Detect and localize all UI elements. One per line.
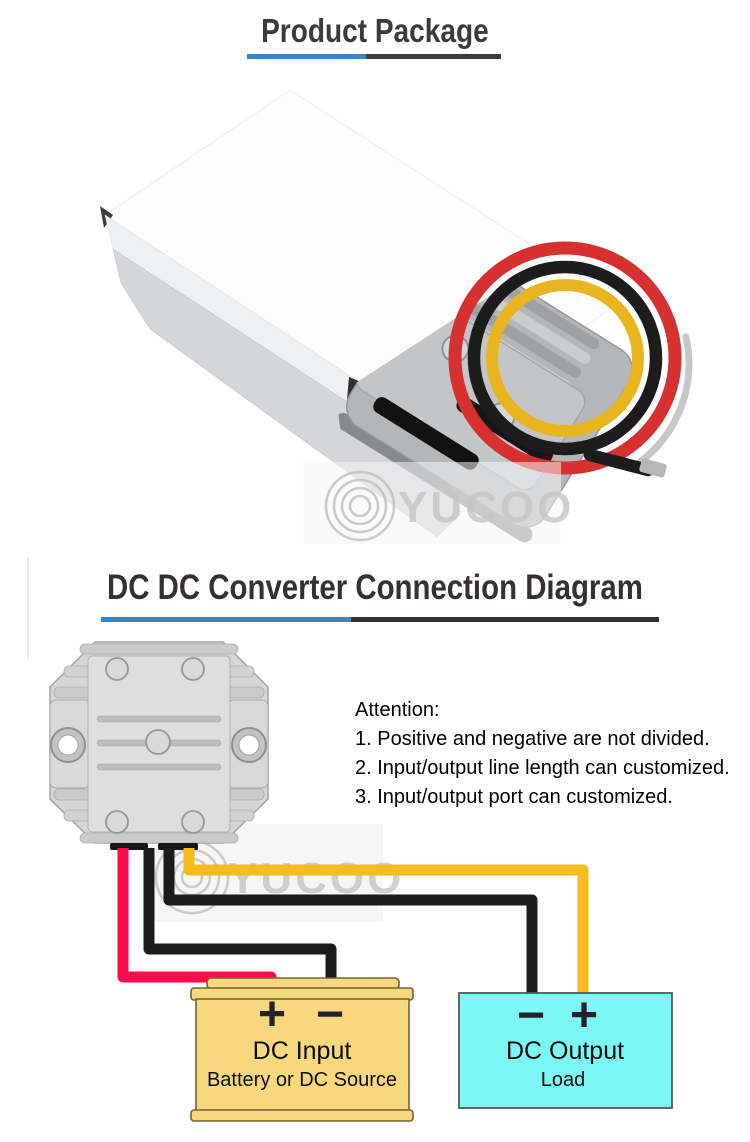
attention-item-3: 3. Input/output port can customized. (355, 786, 673, 808)
photo-wires (448, 241, 693, 478)
output-plus-sign: + (570, 989, 598, 1042)
input-plus-sign: + (258, 988, 286, 1041)
photo-black-wire (467, 260, 663, 456)
photo-black-wire-end (583, 448, 655, 477)
package-underline-blue (247, 54, 366, 59)
attention-item-2: 2. Input/output line length can customiz… (355, 757, 730, 779)
diagram-wires (117, 848, 589, 996)
dc-input-box: + − DC Input Battery or DC Source (190, 977, 414, 1122)
photo-red-wire (448, 241, 682, 475)
input-minus-sign: − (316, 988, 344, 1041)
diagram-underline-dark (351, 617, 659, 622)
output-title: DC Output (506, 1037, 624, 1065)
dc-output-box: − + DC Output Load (458, 989, 673, 1109)
input-title: DC Input (253, 1037, 352, 1065)
photo-yellow-wire (486, 279, 644, 437)
wire-tip (639, 458, 667, 478)
diagram-title-text: DC DC Converter Connection Diagram (107, 568, 643, 607)
product-photo: YUCOO (100, 89, 693, 544)
input-subtitle: Battery or DC Source (207, 1069, 397, 1091)
gray-wire-arc (636, 333, 693, 466)
connection-diagram: YUCOO (49, 641, 673, 1122)
screws (105, 657, 205, 834)
photo-watermark-text: YUCOO (398, 483, 574, 532)
mounting-hole (50, 727, 267, 763)
black-output-negative-wire (163, 848, 538, 996)
black-input-negative-wire (143, 848, 337, 984)
package-underline-dark (366, 54, 501, 59)
attention-heading: Attention: (355, 699, 440, 721)
attention-note: Attention: 1. Positive and negative are … (355, 696, 730, 812)
yellow-output-positive-wire (183, 848, 589, 996)
photo-watermark: YUCOO (303, 462, 574, 544)
output-minus-sign: − (517, 989, 545, 1042)
diagram-underline-blue (101, 617, 351, 622)
diagram-section-title: DC DC Converter Connection Diagram (0, 568, 750, 608)
output-subtitle: Load (541, 1069, 586, 1091)
attention-item-1: 1. Positive and negative are not divided… (355, 728, 710, 750)
package-section-title: Product Package (0, 12, 750, 50)
package-title-text: Product Package (261, 12, 489, 49)
scan-artifact-line (27, 557, 29, 660)
converter-top-view (49, 641, 269, 850)
